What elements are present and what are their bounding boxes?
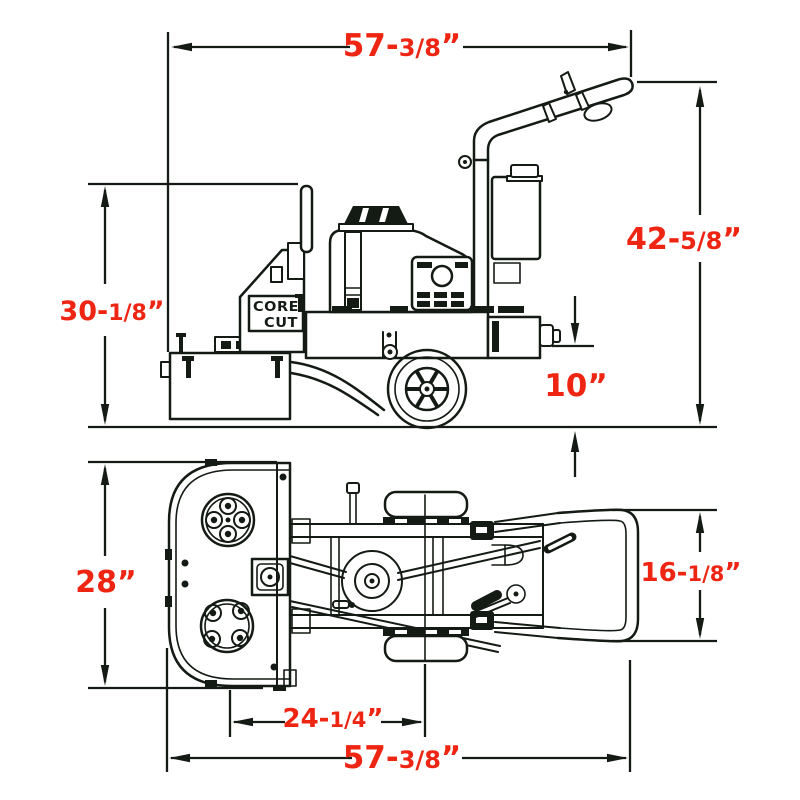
cutter-box-side [160, 351, 292, 421]
wheel-bracket [382, 331, 398, 360]
dimension-overall-height: 42-5/8” [626, 80, 742, 425]
dimension-label-cutter-to-axle: 24-1/4” [283, 704, 384, 734]
dimension-label-overall-height: 42-5/8” [626, 222, 742, 257]
dimension-label-handle-width: 16-1/8” [641, 558, 742, 588]
cutting-disc-rear [199, 598, 255, 654]
wheels-top-view [383, 490, 469, 663]
engine [328, 206, 474, 314]
water-tank [490, 164, 543, 313]
dimension-cutter-to-axle: 24-1/4” [228, 664, 427, 737]
dimension-label-deck-width: 28” [75, 565, 136, 600]
dimension-overall-length-bottom: 57-3/8” [165, 648, 632, 776]
side-view-drawing: CORE CUT [88, 71, 717, 430]
dimension-body-height: 30-1/8” [59, 182, 298, 425]
handle-loop-top [470, 508, 640, 643]
recoil-starter [410, 255, 474, 312]
rear-wheel [386, 348, 468, 430]
pulley [341, 550, 403, 612]
dimension-wheel-height: 10” [544, 296, 608, 477]
dimension-overall-length-top: 57-3/8” [166, 28, 633, 352]
bell-fitting [491, 544, 524, 566]
dimension-label-body-height: 30-1/8” [59, 296, 164, 327]
dimension-label-overall-length-bottom: 57-3/8” [343, 740, 462, 776]
dimension-deck-width: 28” [75, 460, 277, 690]
air-filter [344, 206, 408, 224]
dimension-label-overall-length-top: 57-3/8” [343, 28, 462, 64]
cutter-shroud-top [165, 459, 297, 691]
dimension-label-wheel-height: 10” [544, 368, 608, 404]
cutting-disc-front [200, 492, 256, 548]
front-post [270, 184, 314, 312]
top-view-drawing [165, 459, 640, 691]
gearbox [250, 557, 290, 597]
brand-label-line1: CORE [253, 300, 299, 315]
handlebar-assembly [458, 71, 634, 314]
dimension-annotations: 57-3/8” 42-5/8” 30-1/8” [59, 28, 742, 776]
throttle-lever [560, 71, 576, 95]
handle-clamp [583, 102, 613, 122]
dimension-handle-width: 16-1/8” [612, 508, 742, 643]
brand-label-line2: CUT [264, 316, 298, 331]
belt-guard: CORE CUT [238, 242, 306, 354]
underbody-frame [289, 360, 386, 417]
